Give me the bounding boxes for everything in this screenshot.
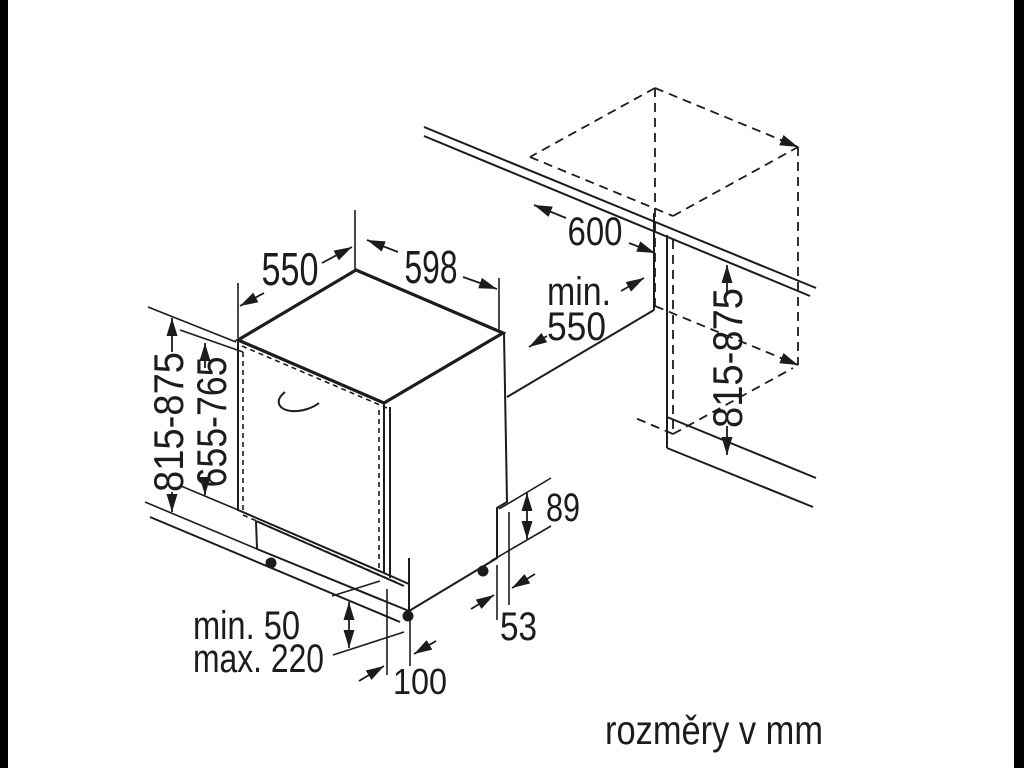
niche-outline <box>529 87 799 435</box>
dishwasher-body <box>234 268 509 612</box>
top-width-label: 598 <box>405 241 458 293</box>
dimension-top-width: 598 <box>366 239 500 330</box>
dimension-top-depth: 550 <box>237 210 356 338</box>
countertop <box>423 126 817 297</box>
dishwasher-door-face <box>237 340 385 575</box>
plinth-clearance-min-label: min. 50 <box>193 604 300 648</box>
top-depth-label: 550 <box>262 243 319 295</box>
rear-foot-offset-label: 53 <box>500 605 537 649</box>
dimension-niche-height: 815-875 <box>704 265 751 455</box>
dimension-niche-width: 600 <box>533 204 656 254</box>
floor-lines <box>149 416 817 623</box>
plinth-clearance-max-label: max. 220 <box>193 637 324 681</box>
step-height-label: 89 <box>546 486 580 530</box>
dimension-front-panel-height: 655-765 <box>179 329 251 516</box>
unit-note: rozměry v mm <box>605 707 823 753</box>
niche-height-label: 815-875 <box>704 288 751 428</box>
niche-depth-min-label: min. <box>547 270 611 314</box>
dimension-front-foot-offset: 100 <box>358 589 447 702</box>
front-foot <box>402 610 414 622</box>
door-handle <box>277 391 320 413</box>
niche-width-label: 600 <box>568 210 623 254</box>
niche-depth-min-value: 550 <box>547 305 606 349</box>
rear-foot <box>477 565 489 577</box>
appliance-height-label: 815-875 <box>145 352 192 492</box>
niche-side-wall <box>506 213 668 448</box>
dimension-rear-foot-offset: 53 <box>470 512 537 649</box>
front-panel-height-label: 655-765 <box>188 357 235 488</box>
dimension-plinth-clearance: min. 50 max. 220 <box>193 580 405 681</box>
left-edge-bar <box>0 0 8 768</box>
dimension-step-height: 89 <box>490 477 580 562</box>
front-foot-offset-label: 100 <box>393 661 447 702</box>
dimension-appliance-height: 815-875 <box>144 306 258 550</box>
dimension-niche-depth: min. 550 <box>528 270 645 349</box>
left-foot <box>265 557 277 569</box>
right-edge-bar <box>1014 0 1024 768</box>
